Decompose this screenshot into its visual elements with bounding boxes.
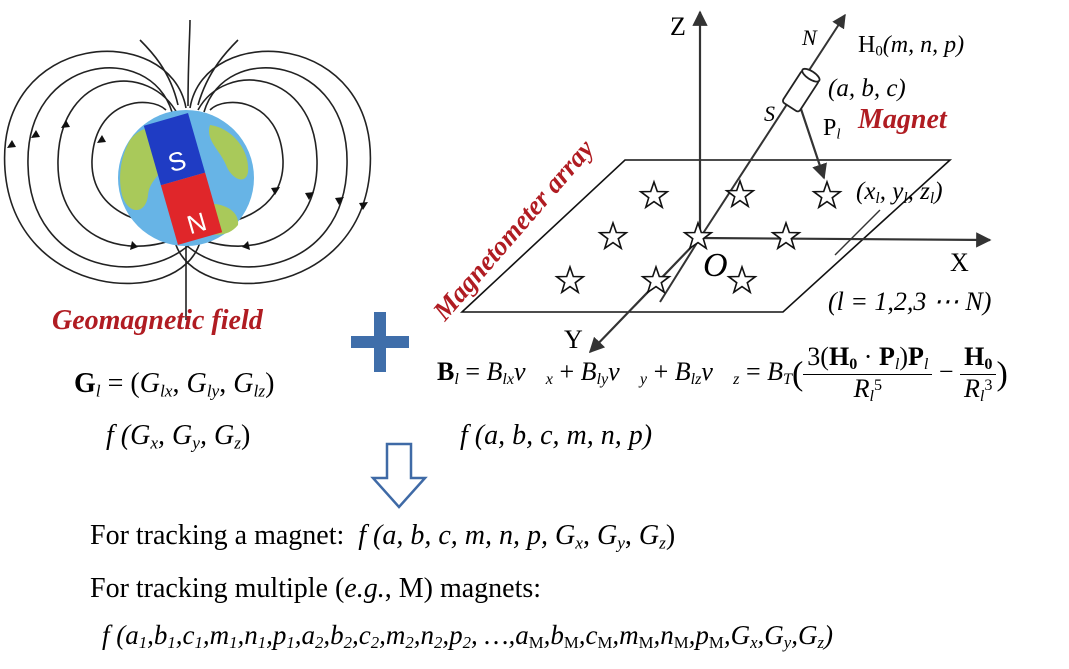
array-plane xyxy=(459,159,953,313)
magnet-position-label: (a, b, c) xyxy=(828,75,906,102)
sensor-star xyxy=(640,264,672,295)
field-lines xyxy=(3,19,372,320)
cylinder-magnet xyxy=(782,67,821,113)
sensor-star xyxy=(554,264,586,295)
x-axis xyxy=(699,232,992,248)
x-axis-label: X xyxy=(950,248,969,277)
sensor-stars xyxy=(554,178,843,295)
down-arrow-icon xyxy=(370,442,428,509)
coordinate-system xyxy=(459,10,992,354)
single-magnet-line: For tracking a magnet: f (a, b, c, m, n,… xyxy=(90,520,676,553)
sensor-star xyxy=(682,220,714,251)
magnetic-field-equation: Bl = Blxv⃗x + Blyv⃗y + Blzv⃗z = BT(3(H0 … xyxy=(437,342,1008,405)
y-axis xyxy=(588,237,701,354)
magnet-axis-line xyxy=(699,13,846,239)
sensor-leader-line xyxy=(834,209,881,256)
origin-label: O xyxy=(703,247,728,284)
multiple-magnets-line: For tracking multiple (e.g., M) magnets: xyxy=(90,573,542,604)
magnet-axis-extension xyxy=(659,237,701,303)
magnet-function: f (a, b, c, m, n, p) xyxy=(460,420,653,451)
sensor-star xyxy=(811,179,843,210)
magnet-south-pole xyxy=(143,113,206,186)
magnet-north-pole xyxy=(160,172,223,245)
geomagnetic-equation: Gl = (Glx, Gly, Glz) xyxy=(74,368,275,401)
sensor-star xyxy=(597,220,629,251)
sensor-star xyxy=(638,179,670,210)
multiple-magnets-function: f (a1,b1,c1,m1,n1,p1,a2,b2,c2,m2,n2,p2, … xyxy=(102,620,833,653)
sensor-star xyxy=(726,264,758,295)
z-axis-label: Z xyxy=(670,12,686,41)
magnetometer-array-label: Magnetometer array xyxy=(426,133,600,327)
bar-magnet xyxy=(143,113,223,245)
north-label: N xyxy=(801,25,818,50)
south-label: S xyxy=(764,101,775,126)
field-arrows xyxy=(7,120,368,250)
sensor-star xyxy=(770,220,802,251)
earth-illustration xyxy=(3,19,372,320)
h0-label: H0(m, n, p) xyxy=(858,32,965,60)
geomagnetic-field-title: Geomagnetic field xyxy=(52,305,263,336)
magnet-title: Magnet xyxy=(858,104,947,135)
plus-icon xyxy=(351,312,409,372)
sensor-range-label: (l = 1,2,3 ⋯ N) xyxy=(828,287,992,316)
y-axis-label: Y xyxy=(564,325,583,354)
p-vector-label: Pl xyxy=(823,115,841,143)
sensor-point-label: (xl, yl, zl) xyxy=(856,178,943,207)
p-vector-arrow xyxy=(796,99,827,180)
geomagnetic-function: f (Gx, Gy, Gz) xyxy=(106,420,251,453)
sensor-star xyxy=(724,178,756,209)
